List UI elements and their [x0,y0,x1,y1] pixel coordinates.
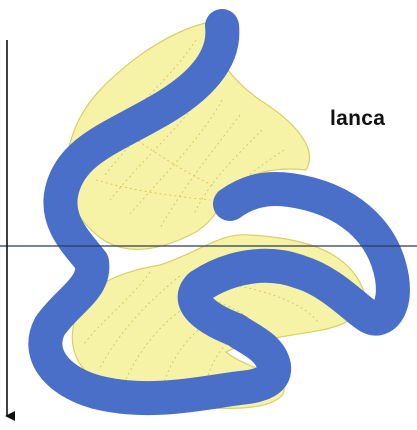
diagram-label: lanca [330,107,385,131]
